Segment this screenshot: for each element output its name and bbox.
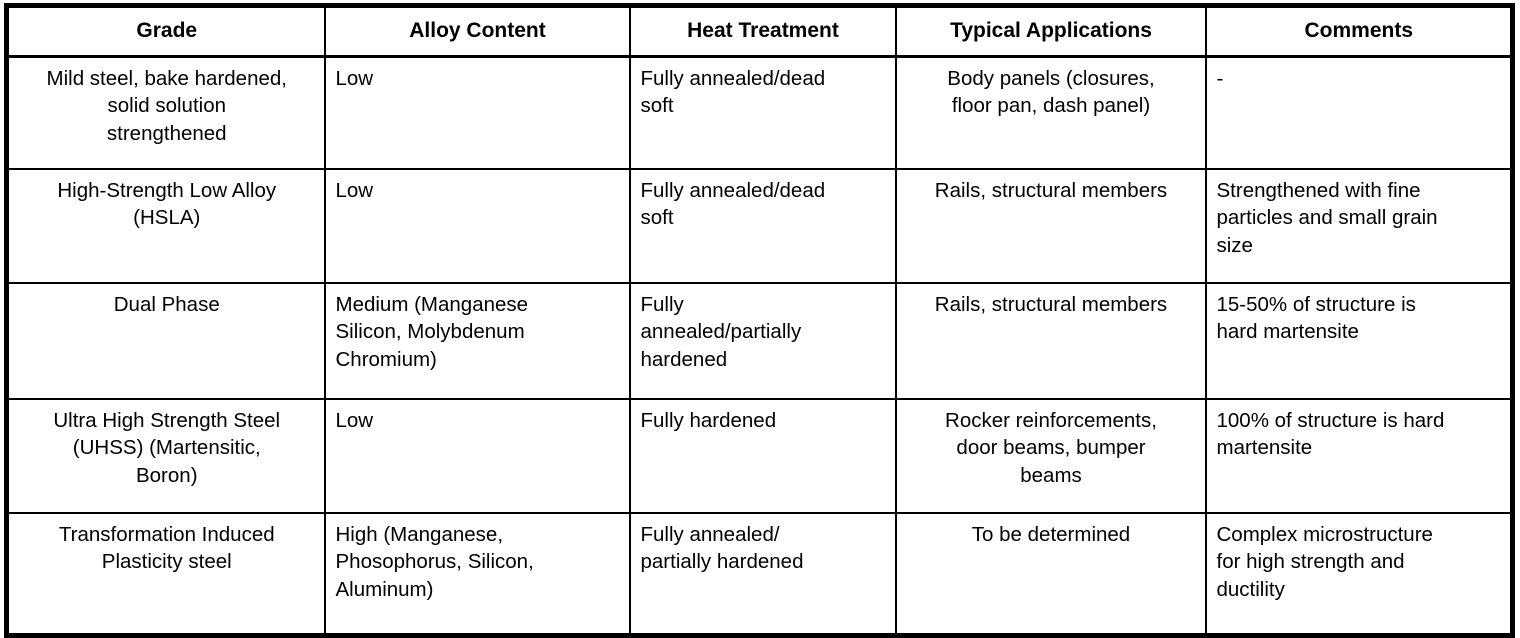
cell-typical-applications: Body panels (closures, floor pan, dash p… xyxy=(894,55,1207,170)
steel-grade-comparison-table: Grade Alloy Content Heat Treatment Typic… xyxy=(4,3,1515,638)
cell-grade-text: High-Strength Low Alloy (HSLA) xyxy=(57,178,277,230)
cell-grade-text: Ultra High Strength Steel (UHSS) (Marten… xyxy=(53,408,281,488)
cell-alloy-content: Low xyxy=(323,397,631,514)
cell-alloy-content-text: High (Manganese, Phosophorus, Silicon, A… xyxy=(335,522,534,602)
cell-grade: High-Strength Low Alloy (HSLA) xyxy=(4,167,326,284)
cell-alloy-content-text: Medium (Manganese Silicon, Molybdenum Ch… xyxy=(335,292,529,372)
column-header-alloy-content-label: Alloy Content xyxy=(409,19,546,42)
table-row: Transformation Induced Plasticity steel … xyxy=(4,511,1515,638)
table-row: High-Strength Low Alloy (HSLA) Low Fully… xyxy=(4,167,1515,284)
cell-grade: Dual Phase xyxy=(4,281,326,400)
cell-heat-treatment: Fully annealed/ partially hardened xyxy=(628,511,897,638)
cell-heat-treatment-text: Fully annealed/dead soft xyxy=(640,66,826,118)
cell-comments: 100% of structure is hard martensite xyxy=(1204,397,1515,514)
cell-heat-treatment-text: Fully annealed/dead soft xyxy=(640,178,826,230)
cell-typical-applications: Rocker reinforcements, door beams, bumpe… xyxy=(894,397,1207,514)
cell-alloy-content-text: Low xyxy=(335,178,374,202)
cell-typical-applications-text: Body panels (closures, floor pan, dash p… xyxy=(947,66,1155,118)
cell-comments: - xyxy=(1204,55,1515,170)
cell-typical-applications: Rails, structural members xyxy=(894,167,1207,284)
cell-heat-treatment-text: Fully hardened xyxy=(640,408,777,432)
cell-grade-text: Mild steel, bake hardened, solid solutio… xyxy=(46,66,287,146)
column-header-comments-label: Comments xyxy=(1304,19,1414,42)
cell-alloy-content: Low xyxy=(323,55,631,170)
cell-heat-treatment: Fully annealed/dead soft xyxy=(628,167,897,284)
cell-grade-text: Dual Phase xyxy=(113,292,220,316)
cell-comments-text: 100% of structure is hard martensite xyxy=(1216,408,1445,460)
cell-grade-text: Transformation Induced Plasticity steel xyxy=(58,522,275,574)
cell-heat-treatment-text: Fully annealed/partially hardened xyxy=(640,292,802,372)
table-row: Mild steel, bake hardened, solid solutio… xyxy=(4,55,1515,170)
cell-heat-treatment: Fully annealed/dead soft xyxy=(628,55,897,170)
cell-typical-applications-text: Rails, structural members xyxy=(934,292,1168,316)
column-header-grade-label: Grade xyxy=(136,19,198,42)
cell-heat-treatment-text: Fully annealed/ partially hardened xyxy=(640,522,804,574)
cell-comments-text: Strengthened with fine particles and sma… xyxy=(1216,178,1438,258)
cell-typical-applications: To be determined xyxy=(894,511,1207,638)
cell-alloy-content: Low xyxy=(323,167,631,284)
cell-heat-treatment: Fully hardened xyxy=(628,397,897,514)
cell-typical-applications: Rails, structural members xyxy=(894,281,1207,400)
cell-grade: Transformation Induced Plasticity steel xyxy=(4,511,326,638)
column-header-typical-applications-label: Typical Applications xyxy=(950,19,1152,42)
cell-comments: Strengthened with fine particles and sma… xyxy=(1204,167,1515,284)
cell-alloy-content-text: Low xyxy=(335,66,374,90)
cell-heat-treatment: Fully annealed/partially hardened xyxy=(628,281,897,400)
document-page: Grade Alloy Content Heat Treatment Typic… xyxy=(0,3,1520,638)
cell-comments-text: Complex microstructure for high strength… xyxy=(1216,522,1433,602)
table-body: Mild steel, bake hardened, solid solutio… xyxy=(4,55,1515,638)
column-header-heat-treatment-label: Heat Treatment xyxy=(687,19,839,42)
cell-comments: Complex microstructure for high strength… xyxy=(1204,511,1515,638)
cell-comments-text: 15-50% of structure is hard martensite xyxy=(1216,292,1416,344)
table-row: Ultra High Strength Steel (UHSS) (Marten… xyxy=(4,397,1515,514)
table-header: Grade Alloy Content Heat Treatment Typic… xyxy=(4,3,1515,58)
cell-grade: Ultra High Strength Steel (UHSS) (Marten… xyxy=(4,397,326,514)
table-header-row: Grade Alloy Content Heat Treatment Typic… xyxy=(4,3,1515,58)
cell-alloy-content: High (Manganese, Phosophorus, Silicon, A… xyxy=(323,511,631,638)
cell-grade: Mild steel, bake hardened, solid solutio… xyxy=(4,55,326,170)
table-row: Dual Phase Medium (Manganese Silicon, Mo… xyxy=(4,281,1515,400)
cell-alloy-content-text: Low xyxy=(335,408,374,432)
column-header-grade: Grade xyxy=(4,3,326,58)
cell-comments-text: - xyxy=(1216,66,1224,90)
column-header-heat-treatment: Heat Treatment xyxy=(628,3,897,58)
column-header-alloy-content: Alloy Content xyxy=(323,3,631,58)
cell-typical-applications-text: To be determined xyxy=(971,522,1131,546)
column-header-typical-applications: Typical Applications xyxy=(894,3,1207,58)
cell-comments: 15-50% of structure is hard martensite xyxy=(1204,281,1515,400)
cell-alloy-content: Medium (Manganese Silicon, Molybdenum Ch… xyxy=(323,281,631,400)
cell-typical-applications-text: Rocker reinforcements, door beams, bumpe… xyxy=(945,408,1157,488)
cell-typical-applications-text: Rails, structural members xyxy=(934,178,1168,202)
column-header-comments: Comments xyxy=(1204,3,1515,58)
